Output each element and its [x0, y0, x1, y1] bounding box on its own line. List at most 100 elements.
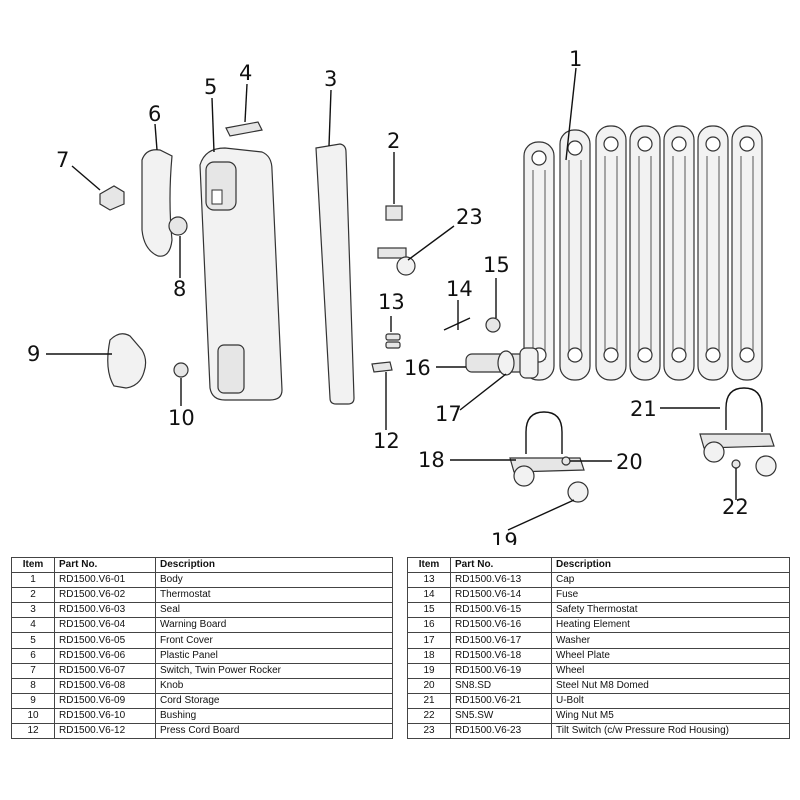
callout-5: 5 [204, 75, 217, 99]
leader-lines [46, 67, 737, 531]
cell-description: Cap [551, 572, 790, 589]
cell-description: Heating Element [551, 617, 790, 634]
header-item: Item [407, 556, 451, 574]
cell-part-no: RD1500.V6-05 [54, 632, 156, 649]
rocker-switch [99, 185, 125, 211]
cell-item: 13 [407, 572, 451, 589]
callout-12: 12 [373, 429, 400, 453]
callout-8: 8 [173, 277, 186, 301]
cell-part-no: SN5.SW [450, 707, 552, 725]
radiator-body [523, 125, 763, 381]
cell-item: 17 [407, 632, 451, 649]
cell-part-no: RD1500.V6-04 [54, 617, 156, 634]
cell-part-no: RD1500.V6-13 [450, 572, 552, 589]
header-item: Item [11, 556, 55, 574]
cell-description: Switch, Twin Power Rocker [155, 662, 393, 679]
seal [315, 143, 355, 405]
cord-storage [107, 333, 147, 389]
header-part-no: Part No. [54, 556, 156, 574]
cell-item: 8 [11, 677, 55, 694]
cell-part-no: RD1500.V6-09 [54, 692, 156, 709]
cell-description: Tilt Switch (c/w Pressure Rod Housing) [551, 723, 790, 740]
callout-22: 22 [722, 495, 749, 519]
cell-description: Warning Board [155, 617, 393, 634]
cell-description: Bushing [155, 707, 393, 725]
cell-description: U-Bolt [551, 692, 790, 709]
cell-part-no: RD1500.V6-12 [54, 723, 156, 740]
plastic-panel [141, 149, 173, 257]
cell-part-no: RD1500.V6-07 [54, 662, 156, 679]
tilt-switch [377, 247, 416, 276]
callout-13: 13 [378, 290, 405, 314]
callout-3: 3 [324, 67, 337, 91]
cell-item: 19 [407, 662, 451, 679]
callout-21: 21 [630, 397, 657, 421]
cell-item: 3 [11, 602, 55, 619]
callout-6: 6 [148, 102, 161, 126]
cell-description: Wheel [551, 662, 790, 679]
cell-item: 6 [11, 647, 55, 664]
cell-part-no: RD1500.V6-18 [450, 647, 552, 664]
callout-4: 4 [239, 61, 252, 85]
cell-part-no: RD1500.V6-03 [54, 602, 156, 619]
cell-part-no: RD1500.V6-06 [54, 647, 156, 664]
callout-numbers: 1 2 3 4 5 6 7 8 9 10 12 13 14 15 16 17 1… [27, 47, 749, 545]
washer [497, 350, 515, 376]
table-header-row: Item Part No. Description [407, 556, 790, 574]
callout-18: 18 [418, 448, 445, 472]
cell-item: 1 [11, 572, 55, 589]
cell-part-no: RD1500.V6-15 [450, 602, 552, 619]
cell-item: 10 [11, 707, 55, 725]
cell-item: 20 [407, 677, 451, 694]
cell-part-no: RD1500.V6-01 [54, 572, 156, 589]
callout-20: 20 [616, 450, 643, 474]
cell-part-no: RD1500.V6-19 [450, 662, 552, 679]
cell-description: Safety Thermostat [551, 602, 790, 619]
cell-description: Seal [155, 602, 393, 619]
callout-23: 23 [456, 205, 483, 229]
callout-16: 16 [404, 356, 431, 380]
cell-item: 21 [407, 692, 451, 709]
press-cord-board [371, 361, 393, 373]
cell-description: Cord Storage [155, 692, 393, 709]
thermostat [385, 205, 403, 221]
cell-part-no: RD1500.V6-21 [450, 692, 552, 709]
knob [168, 216, 188, 236]
cell-part-no: RD1500.V6-16 [450, 617, 552, 634]
wheel-assembly-right [699, 387, 777, 477]
header-description: Description [551, 556, 790, 574]
cell-item: 4 [11, 617, 55, 634]
fuse [443, 317, 471, 331]
cell-item: 23 [407, 723, 451, 740]
wheel-assembly-left [509, 411, 589, 503]
callout-14: 14 [446, 277, 473, 301]
cell-item: 12 [11, 723, 55, 740]
callout-2: 2 [387, 129, 400, 153]
cell-item: 5 [11, 632, 55, 649]
cell-part-no: SN8.SD [450, 677, 552, 694]
cell-part-no: RD1500.V6-02 [54, 587, 156, 604]
header-part-no: Part No. [450, 556, 552, 574]
cell-part-no: RD1500.V6-23 [450, 723, 552, 740]
callout-1: 1 [569, 47, 582, 71]
bushing [173, 362, 189, 378]
cell-item: 18 [407, 647, 451, 664]
cell-description: Thermostat [155, 587, 393, 604]
cell-description: Washer [551, 632, 790, 649]
